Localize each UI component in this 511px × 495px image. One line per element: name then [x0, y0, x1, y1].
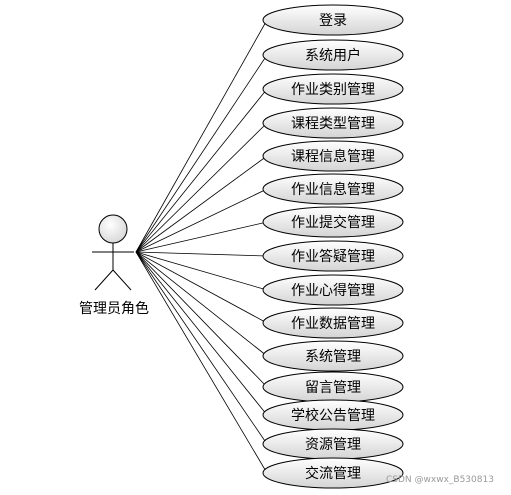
- association-line: [135, 122, 268, 253]
- use-case-ellipse: [262, 457, 404, 489]
- use-case: 作业数据管理: [262, 307, 404, 339]
- use-case-label: 作业信息管理: [291, 181, 375, 198]
- use-case-label: 作业提交管理: [291, 214, 375, 231]
- use-case-ellipse: [262, 173, 404, 205]
- use-case: 登录: [262, 4, 404, 36]
- use-case-ellipse: [262, 73, 404, 105]
- actor-leg-left: [94, 269, 114, 291]
- association-line: [135, 19, 268, 253]
- use-case: 交流管理: [262, 457, 404, 489]
- watermark: CSDN @wxwx_B530813: [386, 475, 494, 485]
- use-case-label: 登录: [319, 13, 347, 29]
- use-case-label: 资源管理: [305, 437, 361, 453]
- use-case-ellipse: [262, 4, 404, 36]
- use-case-ellipse: [262, 107, 404, 139]
- use-case-label: 学校公告管理: [291, 407, 375, 424]
- use-case: 留言管理: [262, 371, 404, 403]
- use-case: 资源管理: [262, 428, 404, 460]
- use-case: 学校公告管理: [262, 399, 404, 431]
- use-case: 作业信息管理: [262, 173, 404, 205]
- use-case-label: 系统用户: [305, 47, 361, 64]
- association-line: [135, 251, 268, 388]
- actor-head: [98, 214, 128, 244]
- use-case-label: 系统管理: [305, 349, 361, 365]
- association-line: [135, 88, 268, 253]
- actor-figure: [92, 214, 134, 291]
- association-line: [135, 221, 268, 253]
- association-line: [135, 54, 268, 253]
- use-case-ellipse: [262, 140, 404, 172]
- use-case: 作业类别管理: [262, 73, 404, 105]
- use-case-ellipse: [262, 307, 404, 339]
- association-lines: [135, 19, 268, 474]
- use-case-ellipse: [262, 39, 404, 71]
- use-case: 系统用户: [262, 39, 404, 71]
- use-case-ellipse: [262, 274, 404, 306]
- association-line: [135, 251, 268, 291]
- association-line: [135, 251, 268, 357]
- use-case-label: 课程信息管理: [291, 148, 375, 165]
- association-line: [135, 155, 268, 253]
- use-case: 作业心得管理: [262, 274, 404, 306]
- use-case-ellipse: [262, 240, 404, 272]
- use-case-ellipse: [262, 340, 404, 372]
- association-line: [135, 251, 268, 445]
- use-case-label: 作业心得管理: [291, 282, 375, 299]
- use-case-list: 登录系统用户作业类别管理课程类型管理课程信息管理作业信息管理作业提交管理作业答疑…: [262, 4, 404, 489]
- use-case-ellipse: [262, 206, 404, 238]
- association-line: [135, 251, 268, 324]
- use-case: 课程类型管理: [262, 107, 404, 139]
- use-case: 系统管理: [262, 340, 404, 372]
- use-case-label: 交流管理: [305, 465, 361, 482]
- use-case-label: 课程类型管理: [291, 116, 375, 132]
- use-case-label: 留言管理: [305, 380, 361, 396]
- association-line: [135, 188, 268, 253]
- use-case: 作业答疑管理: [262, 240, 404, 272]
- use-case-label: 作业数据管理: [291, 316, 375, 332]
- association-line: [135, 251, 268, 416]
- use-case: 课程信息管理: [262, 140, 404, 172]
- use-case: 作业提交管理: [262, 206, 404, 238]
- association-line: [135, 251, 268, 257]
- use-case-label: 作业类别管理: [291, 82, 375, 98]
- use-case-label: 作业答疑管理: [291, 248, 375, 265]
- association-line: [135, 251, 268, 474]
- actor-leg-right: [112, 269, 132, 291]
- actor-label: 管理员角色: [79, 301, 149, 317]
